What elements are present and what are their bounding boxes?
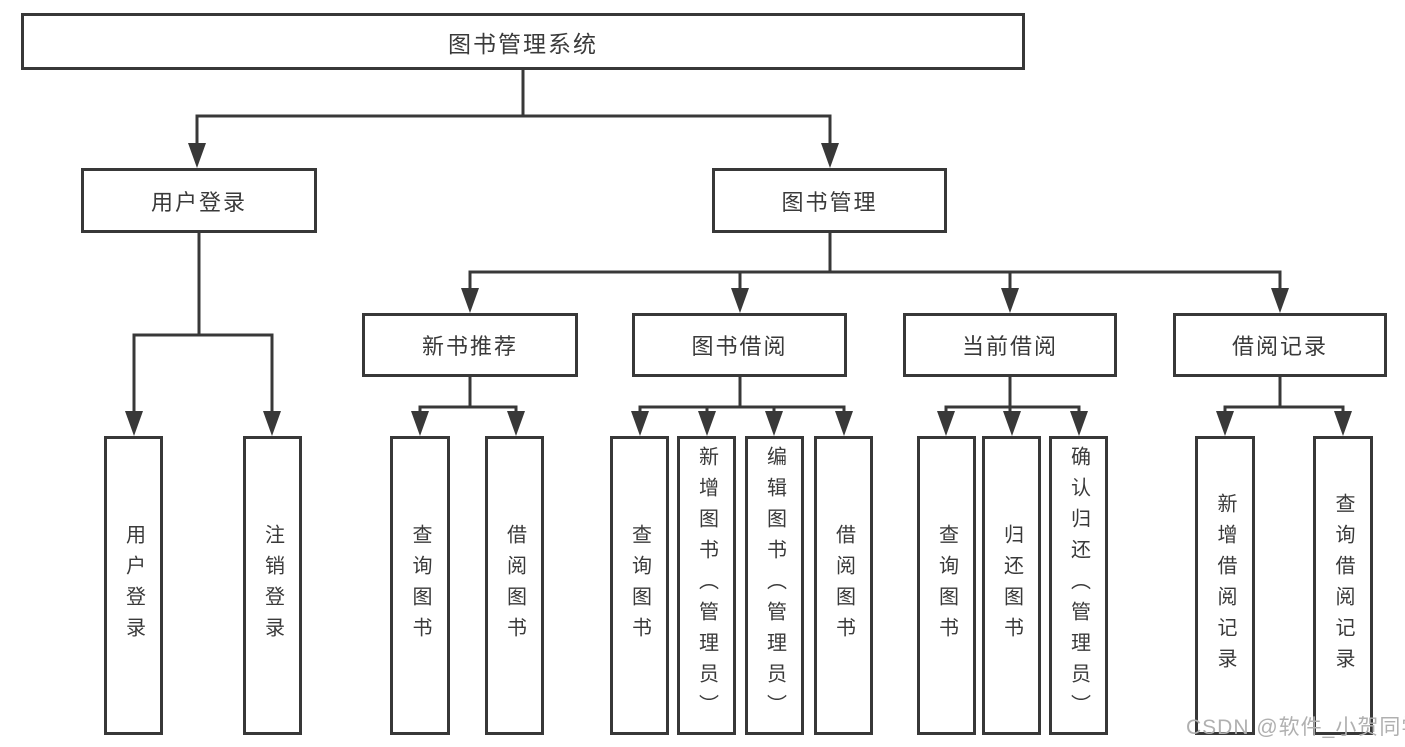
leaf-logout-label: 注销登录 (261, 523, 284, 648)
leaf-query-books-recommend: 查询图书 (390, 436, 450, 735)
node-current-borrowing: 当前借阅 (903, 313, 1117, 377)
leaf-query-books-borrowing: 查询图书 (610, 436, 669, 735)
node-book-borrowing: 图书借阅 (632, 313, 847, 377)
leaf-query-books-recommend-label: 查询图书 (409, 523, 431, 648)
leaf-query-books-current: 查询图书 (917, 436, 976, 735)
leaf-add-books-admin: 新增图书（管理员） (677, 436, 736, 735)
leaf-add-borrow-record: 新增借阅记录 (1195, 436, 1255, 735)
leaf-query-borrow-record: 查询借阅记录 (1313, 436, 1373, 735)
leaf-add-borrow-record-label: 新增借阅记录 (1214, 492, 1236, 679)
node-borrowing-records-label: 借阅记录 (1231, 334, 1328, 359)
csdn-watermark: CSDN @软件_小贺同学 (1186, 716, 1405, 739)
leaf-borrow-books-recommend-label: 借阅图书 (503, 523, 526, 648)
leaf-user-login-label: 用户登录 (122, 523, 145, 648)
node-book-borrowing-label: 图书借阅 (691, 334, 788, 359)
connector-line-group (132, 70, 1345, 413)
node-root: 图书管理系统 (21, 13, 1025, 70)
leaf-confirm-return-admin-label: 确认归还（管理员） (1067, 446, 1090, 725)
leaf-query-books-current-label: 查询图书 (935, 523, 958, 648)
leaf-query-borrow-record-label: 查询借阅记录 (1332, 492, 1354, 679)
leaf-return-books: 归还图书 (982, 436, 1041, 735)
leaf-add-books-admin-label: 新增图书（管理员） (695, 446, 718, 725)
leaf-logout: 注销登录 (243, 436, 302, 735)
leaf-borrow-books-borrowing-label: 借阅图书 (832, 523, 855, 648)
leaf-query-books-borrowing-label: 查询图书 (628, 523, 651, 648)
node-user-login: 用户登录 (81, 168, 317, 233)
node-borrowing-records: 借阅记录 (1173, 313, 1387, 377)
leaf-edit-books-admin-label: 编辑图书（管理员） (763, 446, 786, 725)
leaf-edit-books-admin: 编辑图书（管理员） (745, 436, 804, 735)
leaf-borrow-books-recommend: 借阅图书 (485, 436, 544, 735)
arrowhead-group (125, 143, 1352, 436)
node-book-management-label: 图书管理 (781, 189, 878, 215)
node-new-book-recommendation: 新书推荐 (362, 313, 578, 377)
node-book-management: 图书管理 (712, 168, 947, 233)
leaf-confirm-return-admin: 确认归还（管理员） (1049, 436, 1108, 735)
node-current-borrowing-label: 当前借阅 (961, 334, 1058, 359)
node-new-book-recommendation-label: 新书推荐 (421, 334, 518, 359)
node-user-login-label: 用户登录 (150, 189, 247, 215)
leaf-user-login: 用户登录 (104, 436, 163, 735)
node-root-label: 图书管理系统 (448, 30, 598, 57)
leaf-return-books-label: 归还图书 (1000, 523, 1023, 648)
leaf-borrow-books-borrowing: 借阅图书 (814, 436, 873, 735)
